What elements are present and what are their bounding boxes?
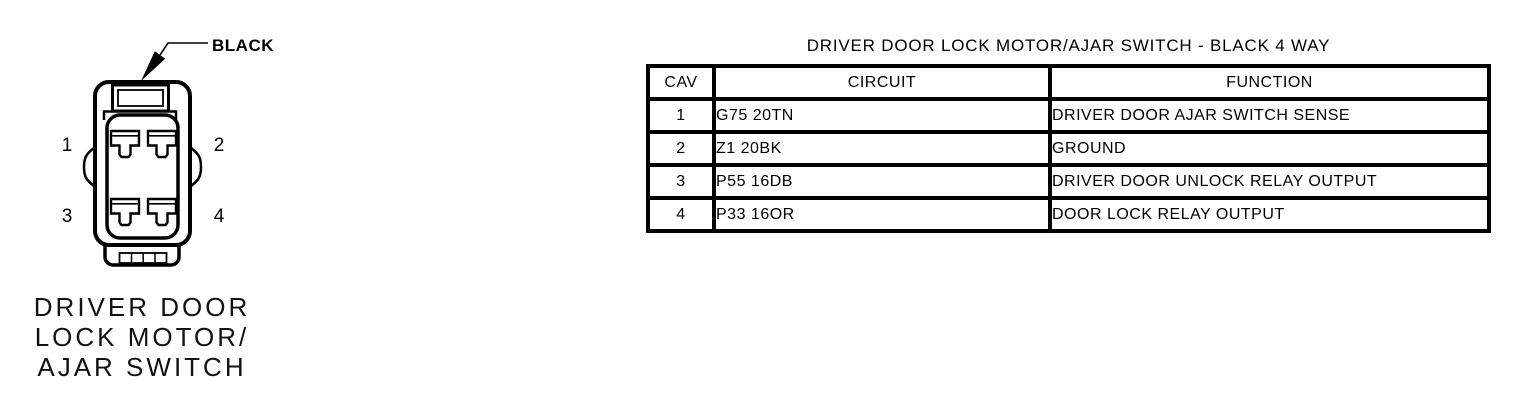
cav-value: 4 <box>646 196 716 233</box>
function-value: DOOR LOCK RELAY OUTPUT <box>1048 196 1491 233</box>
left-wing <box>82 147 95 187</box>
connector-latch <box>102 83 178 120</box>
column-header-circuit: CIRCUIT <box>712 64 1052 101</box>
leader-line <box>159 42 208 56</box>
table-header-row: CAV CIRCUIT FUNCTION <box>646 64 1491 101</box>
pin-label-4: 4 <box>214 206 225 227</box>
table-title: DRIVER DOOR LOCK MOTOR/AJAR SWITCH - BLA… <box>806 36 1331 55</box>
pin-label-1: 1 <box>62 135 73 156</box>
diagram-caption: DRIVER DOOR LOCK MOTOR/ AJAR SWITCH <box>26 292 258 382</box>
table-row: 4 P33 16OR DOOR LOCK RELAY OUTPUT <box>646 196 1491 233</box>
terminal-pin-4 <box>146 197 178 227</box>
right-wing <box>190 147 203 187</box>
terminal-pin-2 <box>146 129 178 159</box>
caption-line-1: DRIVER DOOR <box>33 292 251 322</box>
function-value: DRIVER DOOR UNLOCK RELAY OUTPUT <box>1048 163 1491 200</box>
caption-line-2: LOCK MOTOR/ <box>34 322 250 352</box>
wire-end-cells <box>118 252 168 264</box>
pinout-table-area: DRIVER DOOR LOCK MOTOR/AJAR SWITCH - BLA… <box>646 36 1491 233</box>
column-header-function: FUNCTION <box>1048 64 1491 101</box>
column-header-cav: CAV <box>646 64 716 101</box>
cav-value: 3 <box>646 163 716 200</box>
pin-label-2: 2 <box>214 135 225 156</box>
function-value: GROUND <box>1048 130 1491 167</box>
circuit-value: P55 16DB <box>712 163 1052 200</box>
circuit-value: G75 20TN <box>712 97 1052 134</box>
table-row: 2 Z1 20BK GROUND <box>646 130 1491 167</box>
terminal-pin-3 <box>109 197 141 227</box>
cav-value: 2 <box>646 130 716 167</box>
connector-diagram: 1 2 3 4 BLACK <box>62 36 274 267</box>
function-value: DRIVER DOOR AJAR SWITCH SENSE <box>1048 97 1491 134</box>
caption-line-3: AJAR SWITCH <box>37 352 247 382</box>
table-row: 3 P55 16DB DRIVER DOOR UNLOCK RELAY OUTP… <box>646 163 1491 200</box>
cav-value: 1 <box>646 97 716 134</box>
table-row: 1 G75 20TN DRIVER DOOR AJAR SWITCH SENSE <box>646 97 1491 134</box>
pin-label-3: 3 <box>62 206 73 227</box>
pinout-table: CAV CIRCUIT FUNCTION 1 G75 20TN DRIVER D… <box>646 64 1491 233</box>
terminal-pin-1 <box>109 129 141 159</box>
circuit-value: Z1 20BK <box>712 130 1052 167</box>
circuit-value: P33 16OR <box>712 196 1052 233</box>
arrowhead-icon <box>141 51 166 81</box>
connector-color-label: BLACK <box>212 36 274 55</box>
